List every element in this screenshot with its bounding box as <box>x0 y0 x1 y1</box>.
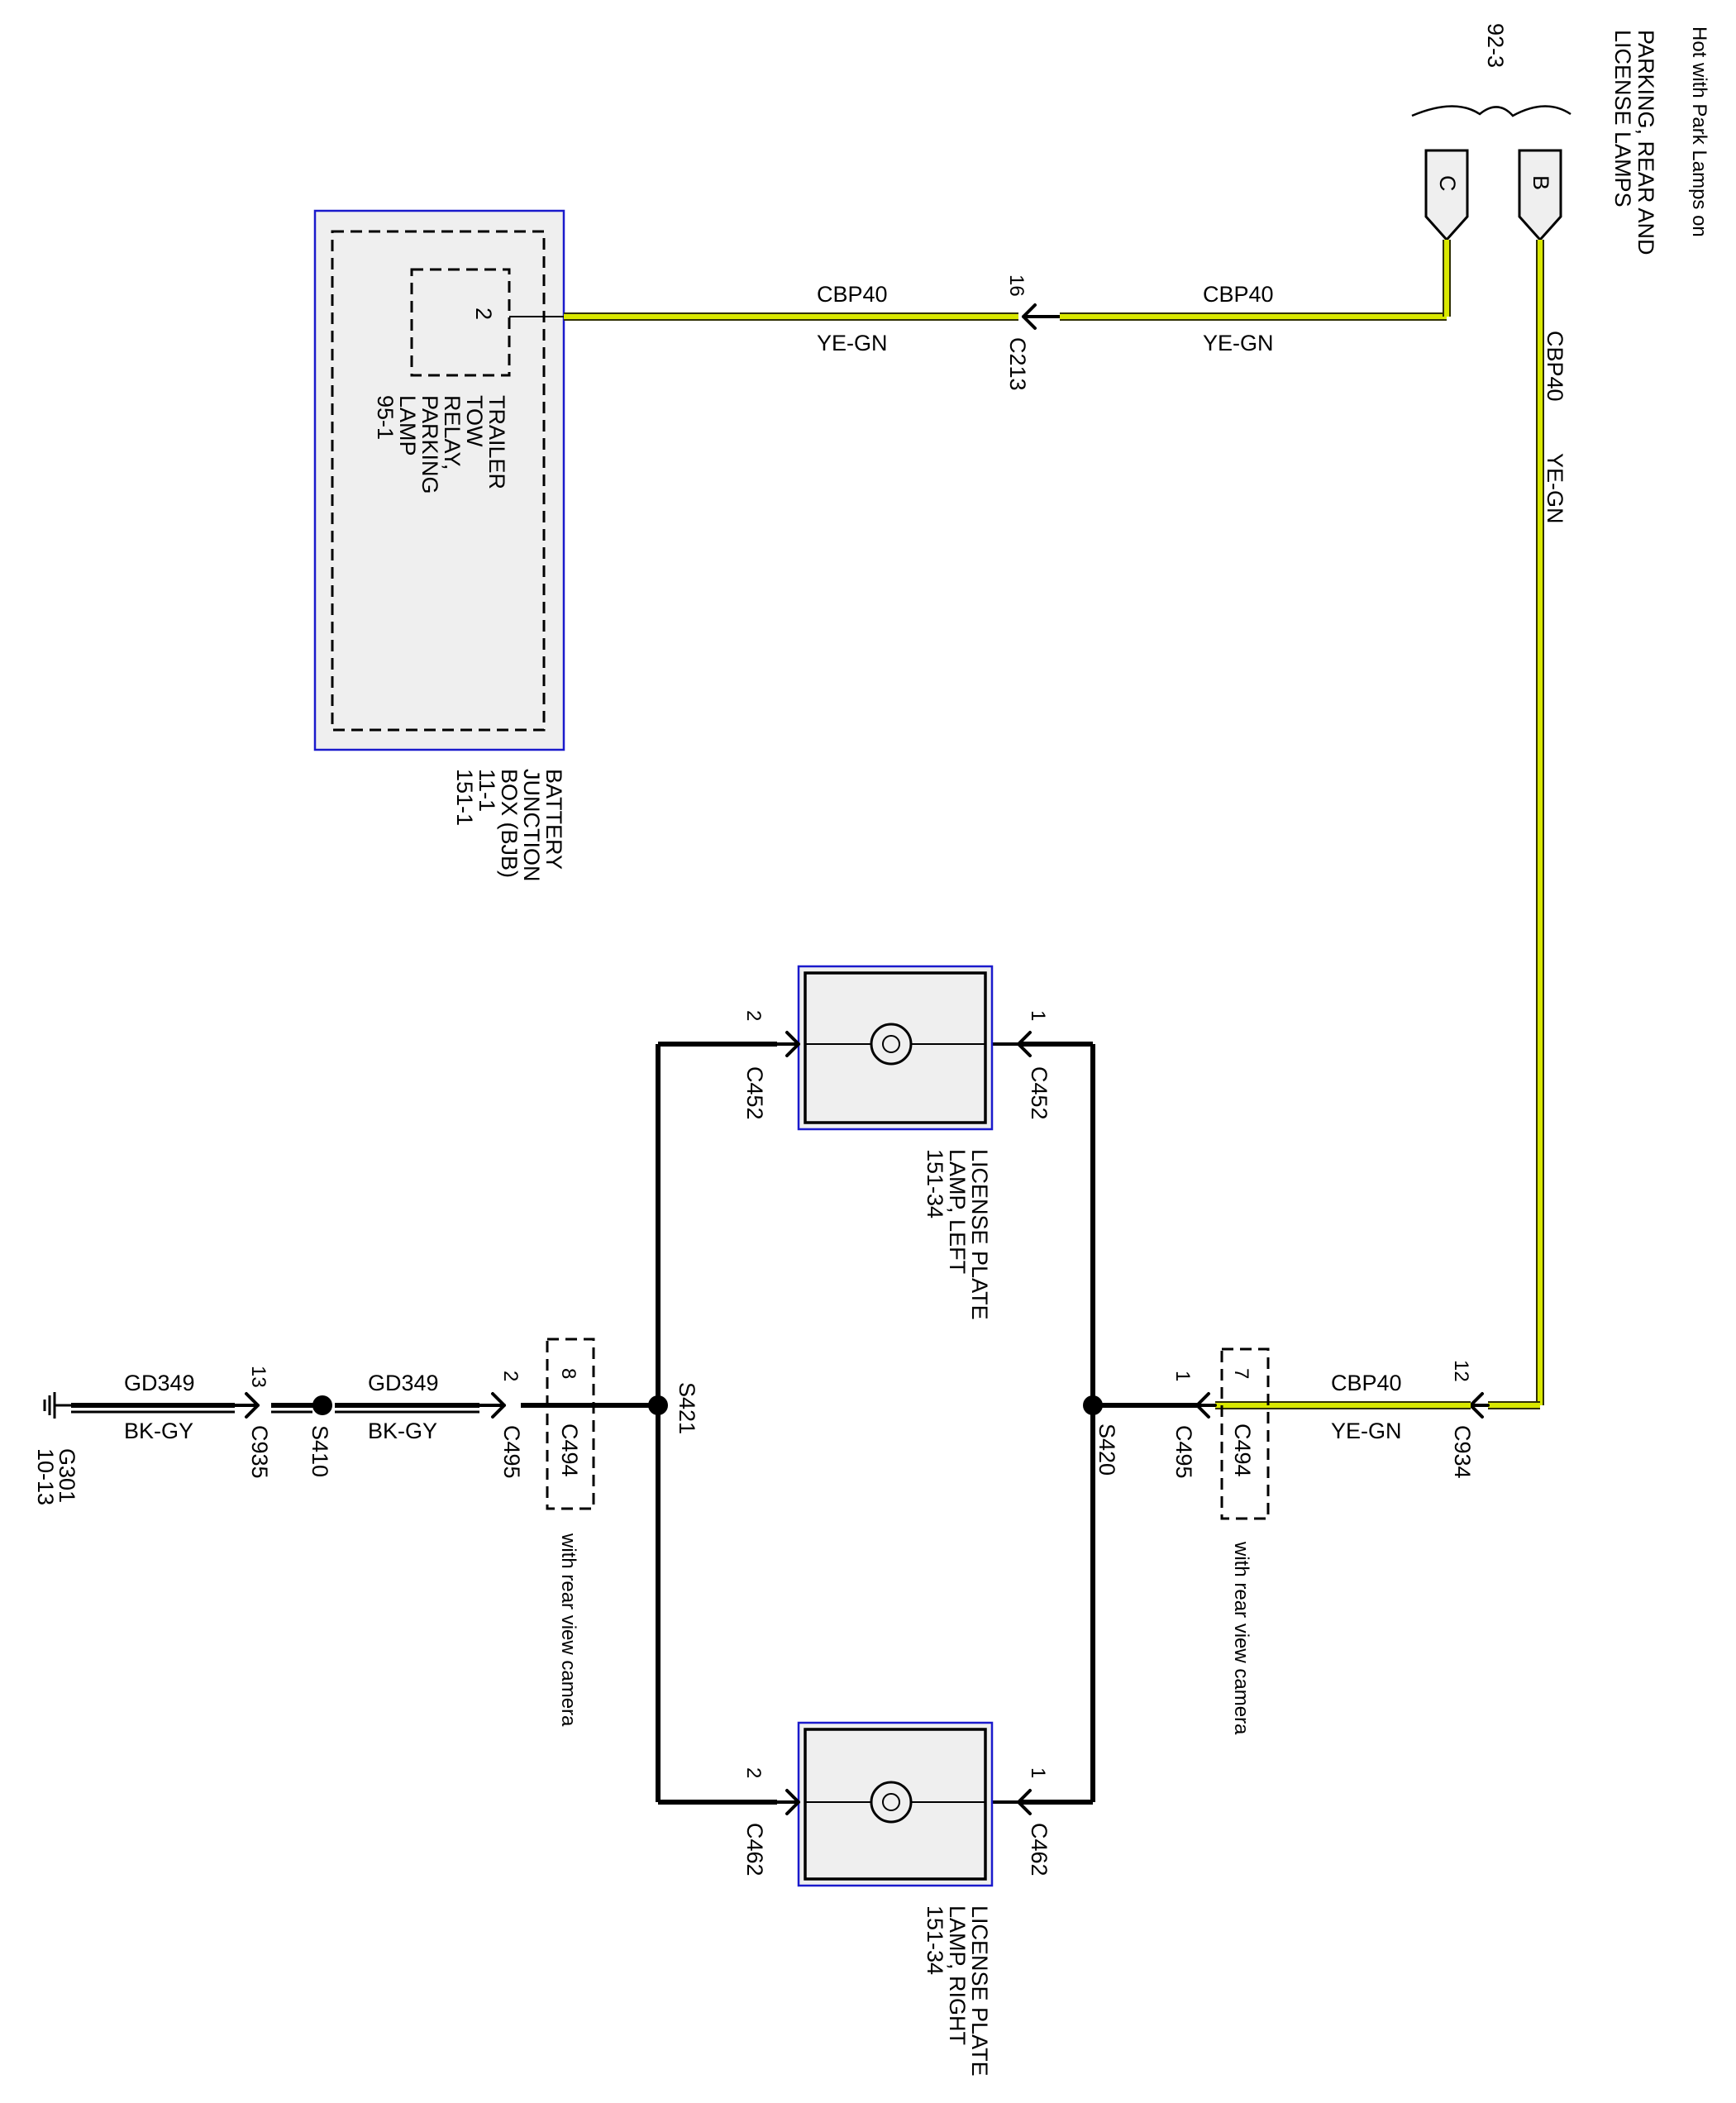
g301-ref: 10-13 <box>33 1448 58 1505</box>
bjb-title-l3: BOX (BJB) <box>497 769 522 878</box>
lamp-left-bulb-core <box>882 1035 900 1053</box>
relay-ref: 95-1 <box>373 395 398 440</box>
c494-left-label: C494 <box>557 1423 582 1477</box>
lamp-left-title-l1: LICENSE PLATE <box>967 1149 992 1320</box>
c494-right-pin: 7 <box>1230 1368 1252 1379</box>
lamp-left-out-arrow <box>775 1031 800 1057</box>
lamp-right-title-l2: LAMP, RIGHT <box>945 1905 970 2045</box>
relay-label-l4: PARKING <box>417 395 442 494</box>
lamp-left-pin-in: 1 <box>1027 1010 1049 1021</box>
gnd-color-b: BK-GY <box>124 1419 193 1443</box>
source-circuit-line1: PARKING, REAR AND <box>1633 30 1658 255</box>
ground-icon <box>43 1392 71 1419</box>
hot-note: Hot with Park Lamps on <box>1688 26 1710 237</box>
lamp-left-conn-in: C452 <box>1027 1066 1052 1120</box>
relay-label-l3: RELAY, <box>440 395 465 470</box>
source-circuit-line2: LICENSE LAMPS <box>1610 30 1635 207</box>
lamp-right-pin-out: 2 <box>742 1767 765 1778</box>
lamp-right-conn-in: C462 <box>1027 1823 1052 1876</box>
relay-pin: 2 <box>471 308 496 320</box>
c494-left-box <box>546 1338 595 1510</box>
top-right-circuit: CBP40 <box>1203 282 1274 307</box>
source-ref: 92-3 <box>1483 23 1508 68</box>
bjb-title-l1: BATTERY <box>541 769 566 870</box>
relay-label-l1: TRAILER <box>484 395 509 489</box>
lamp-left-pin-out: 2 <box>742 1010 765 1021</box>
gnd-circuit-b: GD349 <box>124 1371 195 1395</box>
c934-label: C934 <box>1450 1425 1475 1479</box>
page-break-brace <box>1411 105 1571 117</box>
lamp-left-title-l2: LAMP, LEFT <box>945 1149 970 1274</box>
c494-right-box <box>1220 1347 1270 1520</box>
gnd-circuit-a: GD349 <box>368 1371 439 1395</box>
c213-arrow <box>1022 303 1061 330</box>
lamp-right-bulb-icon <box>870 1781 913 1824</box>
lower-color: YE-GN <box>1331 1419 1402 1443</box>
c935-label: C935 <box>247 1425 272 1479</box>
bjb-ref2: 151-1 <box>452 769 477 826</box>
gnd-color-a: BK-GY <box>368 1419 437 1443</box>
c495-left-arrow <box>478 1392 506 1419</box>
top-left-circuit: CBP40 <box>817 282 888 307</box>
bjb-ref1: 11-1 <box>475 769 499 812</box>
c935-arrow <box>233 1392 260 1419</box>
c495-left-label: C495 <box>499 1425 524 1479</box>
relay-boundary <box>410 268 511 377</box>
s421-label: S421 <box>675 1382 699 1434</box>
s420-label: S420 <box>1095 1423 1119 1476</box>
lamp-right-in-arrow <box>990 1789 1032 1815</box>
c495-left-pin: 2 <box>499 1371 522 1381</box>
vertical-circuit: CBP40 <box>1543 331 1567 402</box>
c495-right-pin: 1 <box>1171 1371 1194 1381</box>
pin-b-label: B <box>1529 175 1553 190</box>
vertical-color: YE-GN <box>1543 453 1567 524</box>
lamp-left-in-arrow <box>990 1031 1032 1057</box>
bjb-box <box>313 209 565 751</box>
bjb-title-l2: JUNCTION <box>519 769 544 882</box>
s410-label: S410 <box>308 1425 332 1477</box>
pin-b-connector <box>1518 149 1562 242</box>
pin-c-label: C <box>1435 175 1460 192</box>
lamp-right-bulb-core <box>882 1793 900 1811</box>
camera-note-right: with rear view camera <box>1230 1541 1252 1735</box>
relay-label-l5: LAMP <box>395 395 420 456</box>
c495-right-arrow <box>1195 1392 1217 1419</box>
top-left-color: YE-GN <box>817 331 888 355</box>
lamp-right-ref: 151-34 <box>923 1905 947 1975</box>
lamp-right-conn-out: C462 <box>742 1823 767 1876</box>
g301-label: G301 <box>55 1448 79 1503</box>
c213-label: C213 <box>1005 337 1030 391</box>
lamp-left-bulb-icon <box>870 1023 913 1066</box>
lamp-right-title-l1: LICENSE PLATE <box>967 1905 992 2077</box>
c213-pin: 16 <box>1005 274 1028 297</box>
c934-arrow <box>1469 1392 1490 1419</box>
lamp-left-ref: 151-34 <box>923 1149 947 1218</box>
camera-note-left: with rear view camera <box>557 1533 579 1727</box>
relay-label-l2: TOW <box>462 395 487 447</box>
top-right-color: YE-GN <box>1203 331 1274 355</box>
c494-left-pin: 8 <box>557 1368 579 1379</box>
c495-right-label: C495 <box>1171 1425 1196 1479</box>
lamp-right-pin-in: 1 <box>1027 1767 1049 1778</box>
bjb-inner-boundary <box>331 230 546 732</box>
lower-circuit: CBP40 <box>1331 1371 1402 1395</box>
c934-pin: 12 <box>1450 1360 1472 1382</box>
lamp-right-out-arrow <box>775 1789 800 1815</box>
lamp-left-conn-out: C452 <box>742 1066 767 1120</box>
c494-right-label: C494 <box>1230 1423 1255 1477</box>
c935-pin: 13 <box>247 1366 269 1388</box>
pin-c-connector <box>1424 149 1469 242</box>
